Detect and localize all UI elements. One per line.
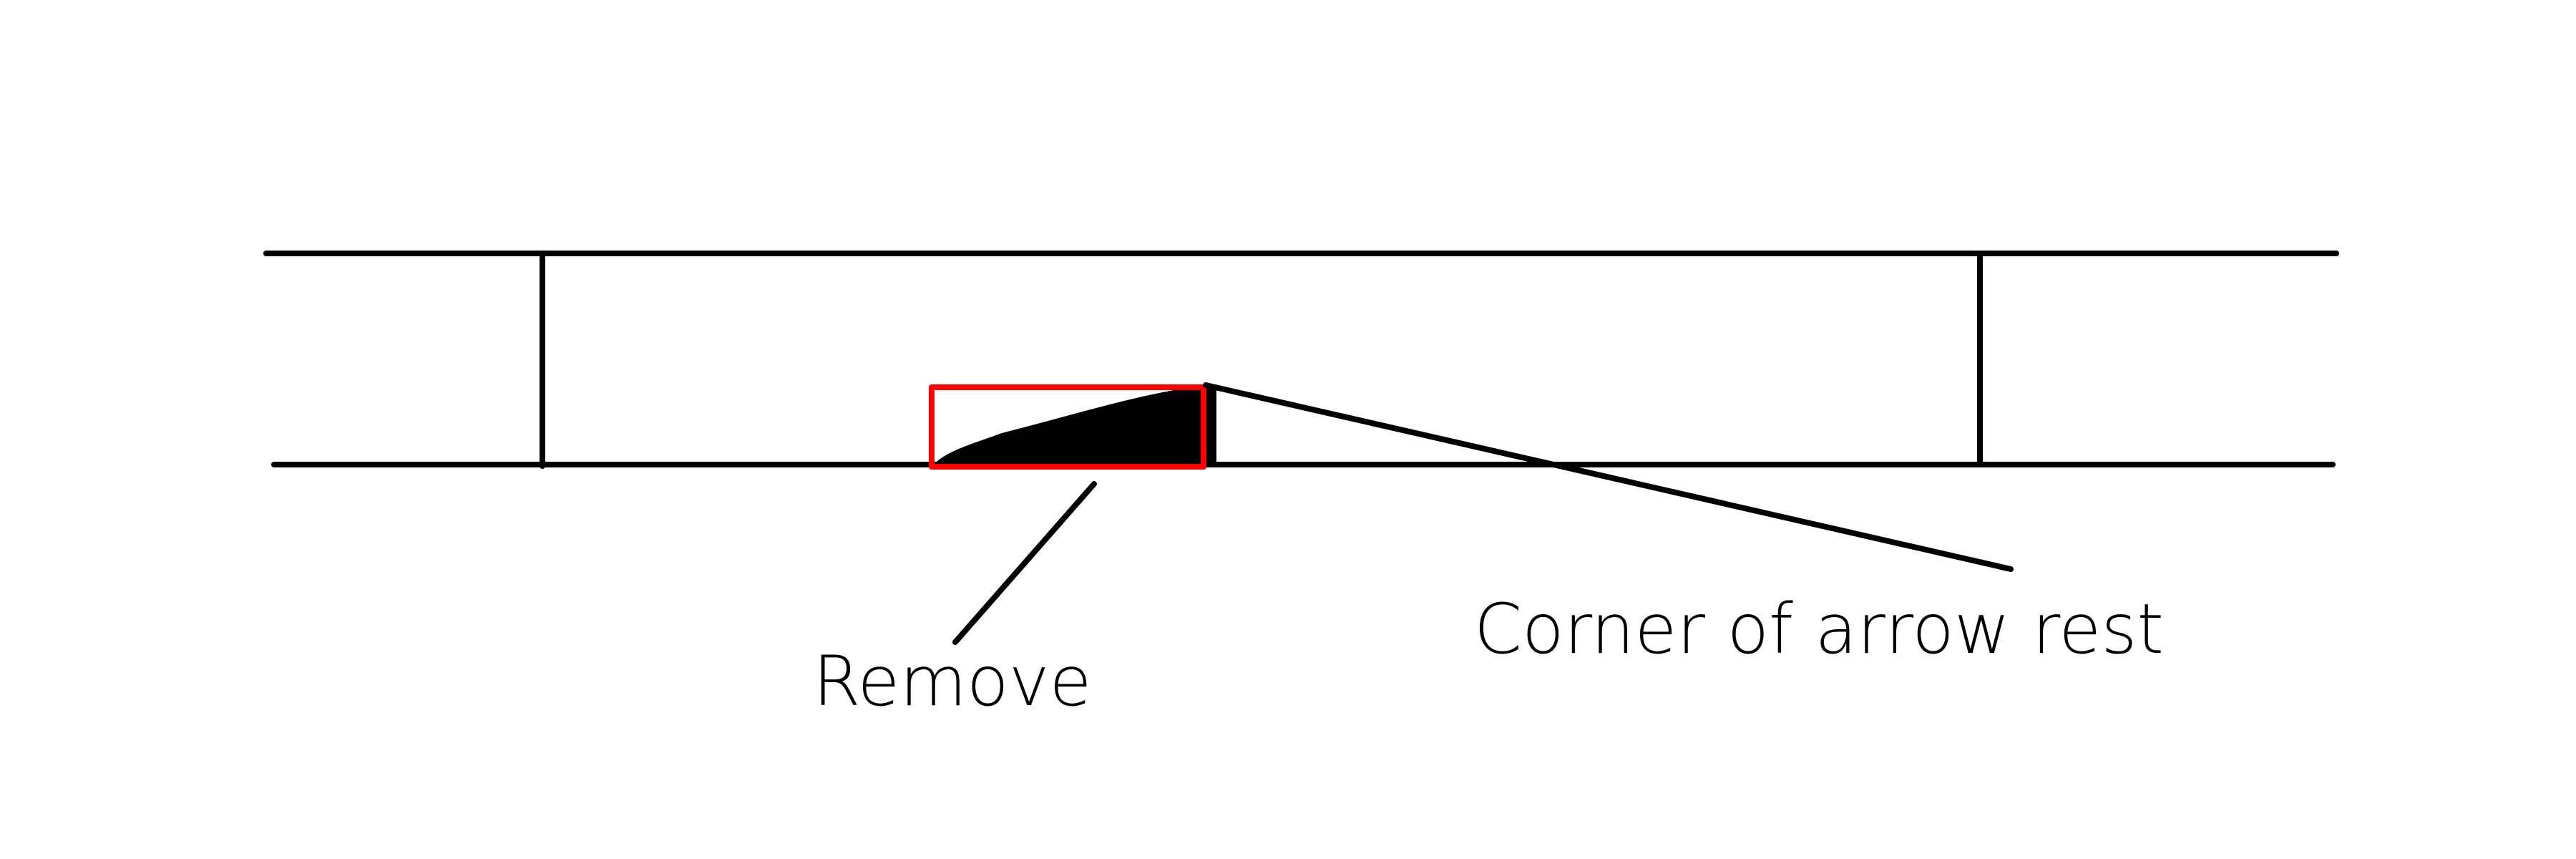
corner-label: Corner of arrow rest — [1474, 589, 2164, 669]
remove-label: Remove — [813, 641, 1092, 722]
arrow-rest-corner-shape — [932, 384, 1216, 467]
remove-pointer-line — [952, 481, 1097, 645]
corner-pointer-line — [1203, 382, 2014, 572]
remove-highlight-box — [929, 384, 1206, 470]
